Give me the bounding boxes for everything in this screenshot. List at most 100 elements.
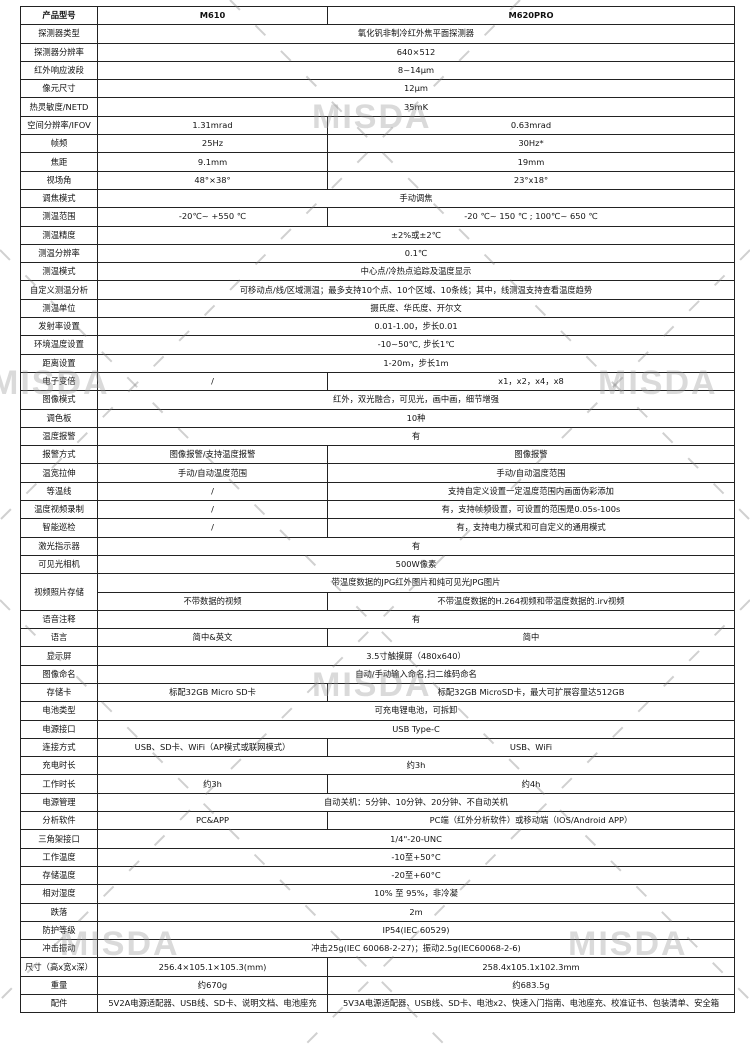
row-value-shared: 10% 至 95%，非冷凝 [97, 884, 735, 904]
row-value-m620pro: -20 ℃~ 150 ℃ ; 100℃~ 650 ℃ [327, 207, 735, 227]
row-label: 分析软件 [20, 811, 98, 831]
table-row: 智能巡检/有，支持电力模式和可自定义的通用模式 [20, 518, 735, 538]
row-value-m610: 1.31mrad [97, 115, 328, 136]
table-row: 视频照片存储带温度数据的JPG红外图片和纯可见光JPG图片 [20, 573, 735, 611]
row-value-m610: -20℃~ +550 ℃ [97, 207, 328, 227]
row-value-m610: 不带数据的视频 [97, 591, 328, 611]
row-value-shared: 1/4"-20-UNC [97, 829, 735, 849]
row-label: 测温单位 [20, 298, 98, 319]
watermark-logo: MISDA [568, 925, 688, 963]
table-row: 测温单位摄氏度、华氏度、开尔文 [20, 298, 735, 319]
row-label: 测温精度 [20, 225, 98, 245]
table-row: 测温模式中心点/冷热点追踪及温度显示 [20, 262, 735, 282]
row-value-m620pro: 支持自定义设置一定温度范围内画面伪彩添加 [327, 481, 735, 502]
row-label: 温度报警 [20, 426, 98, 447]
table-row: 报警方式图像报警/支持温度报警图像报警 [20, 445, 735, 465]
row-value-m620pro: 有，支持电力模式和可自定义的通用模式 [327, 518, 735, 538]
row-value-m620pro: 23°x18° [327, 170, 735, 190]
row-label: 激光指示器 [20, 536, 98, 556]
row-label: 测温模式 [20, 262, 98, 282]
row-label: 工作时长 [20, 774, 98, 794]
row-label: 温宽拉伸 [20, 463, 98, 483]
row-value-shared: -20至+60°C [97, 865, 735, 886]
table-header-row: 产品型号 M610 M620PRO [20, 5, 735, 26]
row-label: 等温线 [20, 481, 98, 502]
row-value-m620pro: 简中 [327, 628, 735, 648]
table-row: 语音注释有 [20, 609, 735, 630]
row-label: 电池类型 [20, 701, 98, 721]
row-value-shared: 0.1℃ [97, 243, 735, 264]
table-row: 温度视频录制/有，支持帧频设置，可设置的范围是0.05s-100s [20, 500, 735, 520]
table-row: 探测器类型氧化钒非制冷红外焦平面探测器 [20, 24, 735, 44]
header-label: 产品型号 [20, 5, 98, 26]
row-label: 语音注释 [20, 609, 98, 630]
row-label: 环境温度设置 [20, 335, 98, 355]
table-row: 语言简中&英文简中 [20, 628, 735, 648]
row-value-shared: USB Type-C [97, 719, 735, 739]
row-label: 报警方式 [20, 445, 98, 465]
row-value-shared: 640×512 [97, 42, 735, 62]
row-label: 自定义测温分析 [20, 280, 98, 300]
row-value-m610: / [97, 371, 328, 392]
row-value-m610: / [97, 500, 328, 520]
row-value-m610: / [97, 518, 328, 538]
row-label: 重量 [20, 975, 98, 996]
table-row: 自定义测温分析可移动点/线/区域测温；最多支持10个点、10个区域、10条线；其… [20, 280, 735, 300]
row-label: 存储温度 [20, 865, 98, 886]
table-row: 工作温度-10至+50°C [20, 847, 735, 867]
row-value-shared: 3.5寸触摸屏（480x640） [97, 646, 735, 666]
row-value-m610: 图像报警/支持温度报警 [97, 445, 328, 465]
row-value-m610: 48°×38° [97, 170, 328, 190]
row-label: 发射率设置 [20, 317, 98, 337]
row-value-shared: 8~14μm [97, 60, 735, 81]
row-value-shared: 12μm [97, 79, 735, 99]
row-value-m610: 简中&英文 [97, 628, 328, 648]
row-value-shared: 自动关机：5分钟、10分钟、20分钟、不自动关机 [97, 792, 735, 813]
row-value-shared: ±2%或±2℃ [97, 225, 735, 245]
row-value-shared: 带温度数据的JPG红外图片和纯可见光JPG图片 [97, 573, 735, 593]
row-value-m620pro: PC端（红外分析软件）或移动端（IOS/Android APP） [327, 811, 735, 831]
row-label: 视场角 [20, 170, 98, 190]
row-value-m610: 9.1mm [97, 152, 328, 172]
table-row: 激光指示器有 [20, 536, 735, 556]
row-value-shared: 摄氏度、华氏度、开尔文 [97, 298, 735, 319]
row-label: 图像命名 [20, 664, 98, 684]
row-value-m610: 5V2A电源适配器、USB线、SD卡、说明文档、电池座充 [97, 994, 328, 1014]
table-row: 不带数据的视频不带温度数据的H.264视频和带温度数据的.irv视频 [21, 591, 735, 611]
table-row: 测温范围-20℃~ +550 ℃-20 ℃~ 150 ℃ ; 100℃~ 650… [20, 207, 735, 227]
row-label: 空间分辨率/IFOV [20, 115, 98, 136]
row-value-m620pro: 约4h [327, 774, 735, 794]
row-value-m610: 约3h [97, 774, 328, 794]
row-value-shared: 有 [97, 536, 735, 556]
row-value-shared: 约3h [97, 756, 735, 776]
row-label: 视频照片存储 [20, 573, 98, 611]
row-value-m610: 25Hz [97, 134, 328, 154]
row-value-m610: 约670g [97, 975, 328, 996]
table-row: 电源管理自动关机：5分钟、10分钟、20分钟、不自动关机 [20, 792, 735, 813]
row-value-m620pro: 30Hz* [327, 134, 735, 154]
row-label: 热灵敏度/NETD [20, 97, 98, 117]
row-value-m620pro: 约683.5g [327, 975, 735, 996]
row-label: 探测器分辨率 [20, 42, 98, 62]
row-value-shared: 手动调焦 [97, 188, 735, 209]
row-value-shared: 0.01-1.00，步长0.01 [97, 317, 735, 337]
row-value-m620pro: 手动/自动温度范围 [327, 463, 735, 483]
row-value-shared: 有 [97, 426, 735, 447]
row-label: 焦距 [20, 152, 98, 172]
table-row: 环境温度设置-10~50℃, 步长1℃ [20, 335, 735, 355]
